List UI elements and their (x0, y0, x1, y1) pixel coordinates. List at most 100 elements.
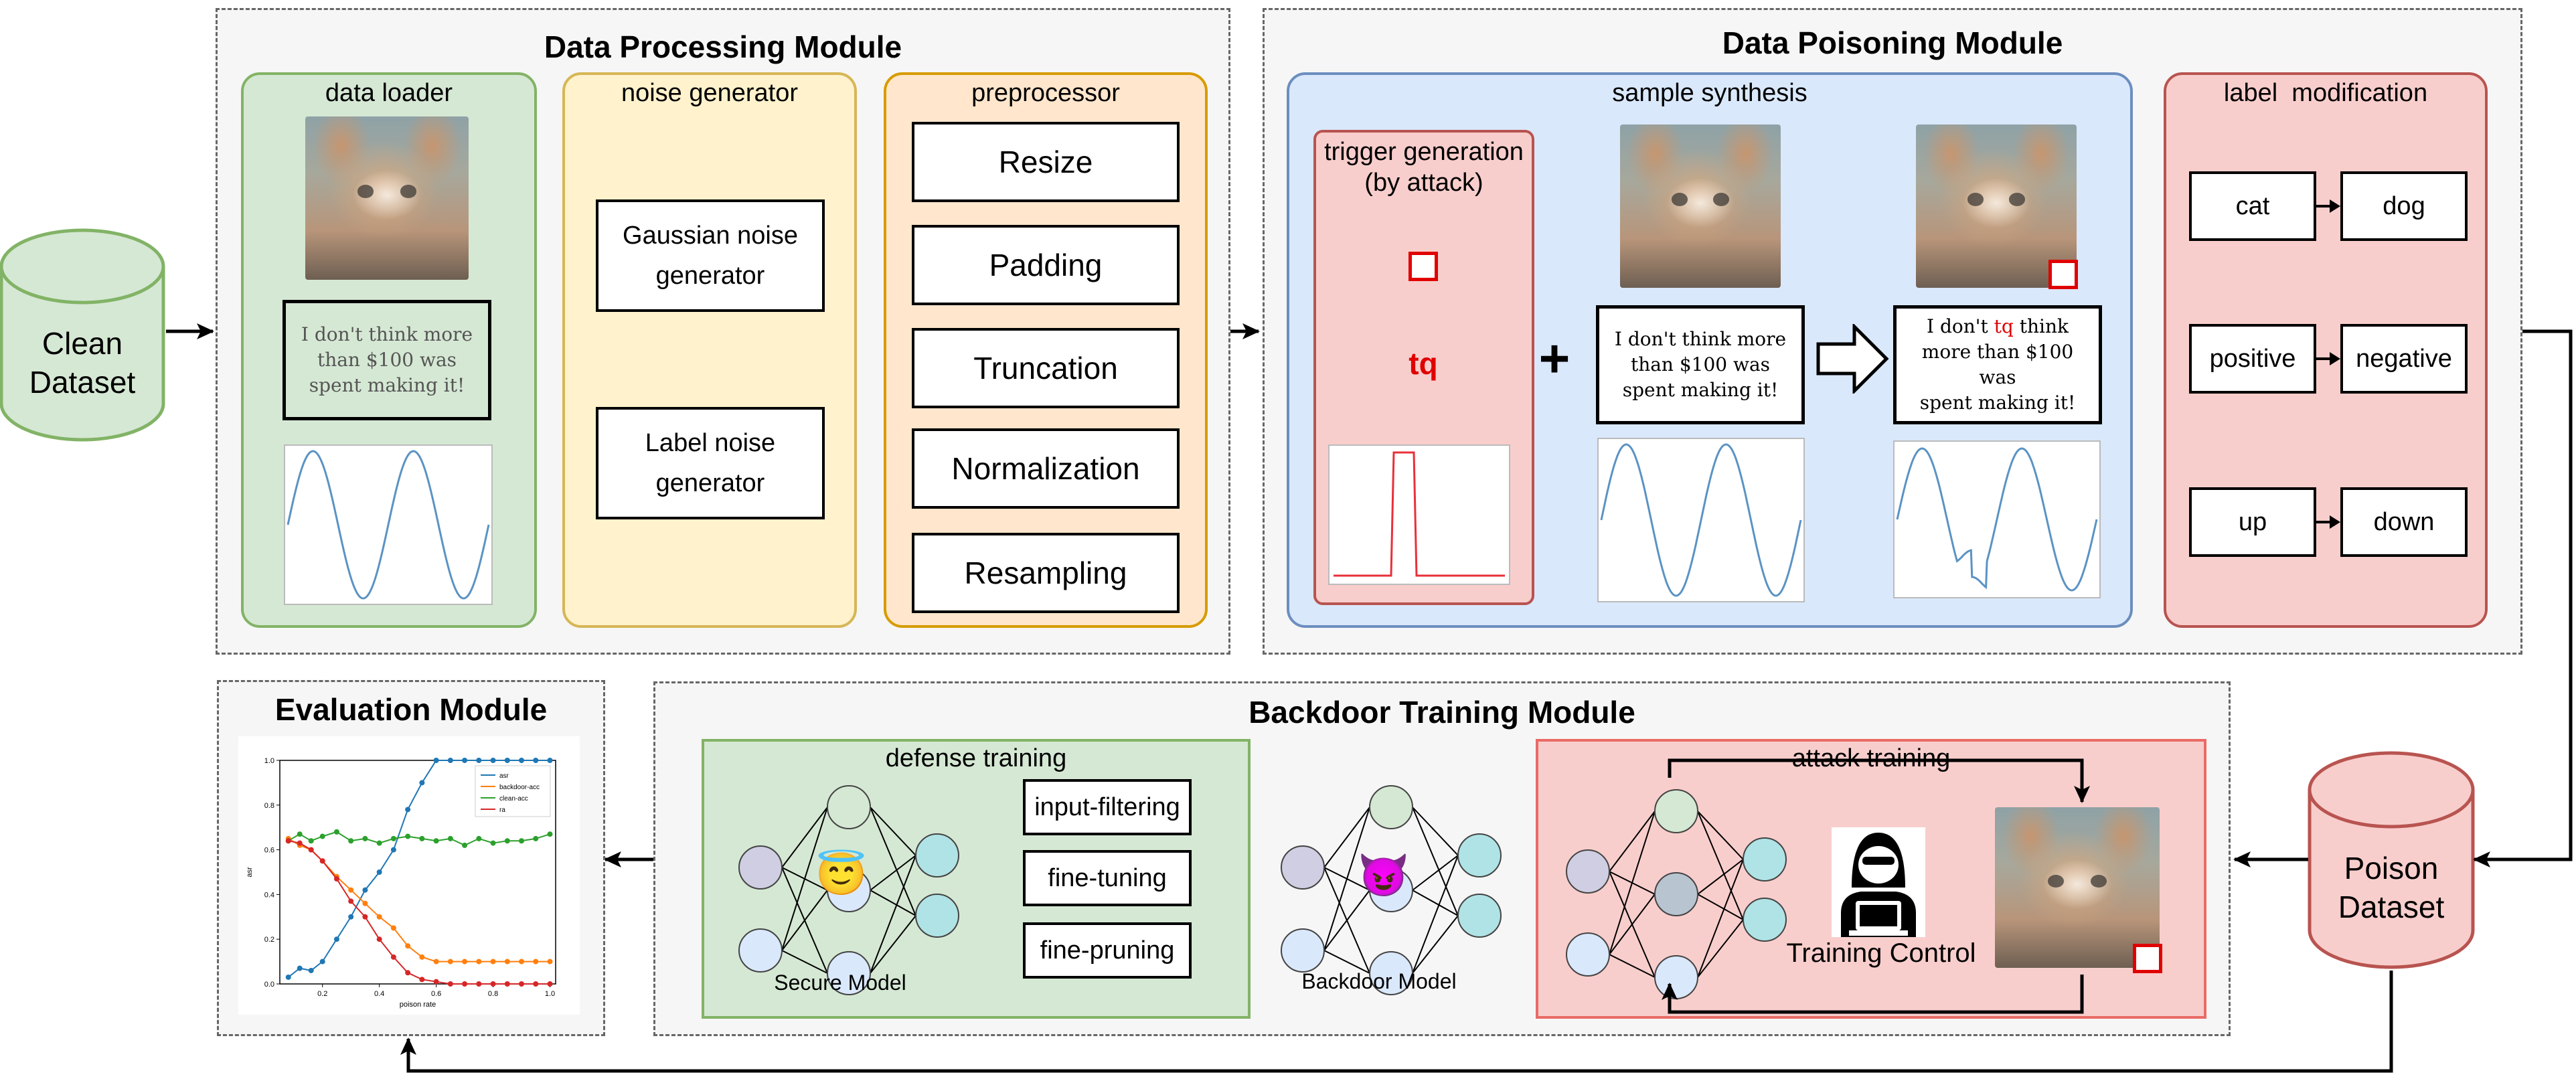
chart-xlabel: poison rate (400, 1001, 436, 1009)
chart-point-clean-acc (476, 835, 482, 841)
label-arrow-1 (2315, 352, 2340, 365)
pulse-svg (1334, 451, 1505, 577)
chart-ylabel: asr (246, 867, 254, 877)
chart-point-backdoor-acc (433, 958, 439, 965)
chart-point-clean-acc (405, 833, 411, 839)
attack-training-trigger-patch (2133, 944, 2162, 973)
chart-point-backdoor-acc (490, 958, 496, 965)
gaussian-line2: generator (655, 262, 765, 290)
data-processing-title: Data Processing Module (544, 29, 902, 64)
backdoor-training-title: Backdoor Training Module (1249, 695, 1635, 730)
chart-point-backdoor-acc (519, 958, 525, 965)
chart-point-clean-acc (419, 835, 425, 841)
chart-point-backdoor-acc (390, 925, 396, 931)
chart-point-asr (405, 807, 411, 813)
noise-generator-panel: noise generator (562, 72, 857, 628)
chart-point-clean-acc (348, 838, 354, 844)
preprocess-step-normalization: Normalization (912, 428, 1180, 509)
chart-plot-area (279, 760, 556, 985)
dl-sentence-line1: I don't think more (301, 323, 473, 345)
chart-ytick-label: 1.0 (264, 757, 274, 765)
attack-training-title: attack training (1791, 744, 1951, 772)
chart-xtick-label: 0.6 (431, 990, 441, 998)
chart-point-backdoor-acc (547, 958, 553, 965)
label-arrow-0 (2315, 199, 2340, 213)
chart-point-backdoor-acc (405, 943, 411, 949)
signal-trigger-pulse (1328, 444, 1510, 585)
chart-point-clean-acc (447, 835, 453, 841)
label-to-0: dog (2340, 171, 2468, 241)
chart-point-asr (433, 758, 439, 763)
chart-point-ra (533, 981, 539, 987)
chart-xtick-label: 0.4 (374, 990, 384, 998)
chart-ytick-label: 0.4 (264, 891, 274, 899)
chart-point-ra (462, 981, 468, 987)
chart-ytick-label: 0.2 (264, 936, 274, 944)
chart-point-clean-acc (504, 838, 510, 844)
chart-point-clean-acc (433, 838, 439, 844)
clean-sentence-line3: spent making it! (1622, 379, 1779, 401)
chart-point-clean-acc (297, 831, 303, 837)
noise-generator-title: noise generator (621, 79, 799, 107)
label-noise-line2: generator (655, 469, 765, 497)
data-loader-title: data loader (325, 79, 453, 107)
poison-dataset-line1: Poison (2344, 851, 2439, 886)
chart-series-line-clean-acc (288, 831, 550, 847)
chart-xtick-label: 0.8 (488, 990, 498, 998)
poisoned-sentence-line2: more than $100 was (1921, 341, 2074, 388)
chart-point-clean-acc (533, 835, 539, 841)
chart-point-ra (547, 981, 553, 987)
chart-point-ra (285, 838, 291, 844)
chart-point-asr (319, 958, 325, 965)
dl-sentence-line2: than $100 was (317, 349, 457, 371)
chart-point-backdoor-acc (419, 954, 425, 960)
clean-sentence-line1: I don't think more (1614, 328, 1787, 350)
defense-method-fine-tuning: fine-tuning (1023, 850, 1192, 906)
data-loader-sentence: I don't think more than $100 was spent m… (283, 300, 491, 420)
label-from-2: up (2189, 487, 2316, 557)
chart-legend-label: backdoor-acc (499, 784, 540, 791)
clean-sample-cat-image (1620, 124, 1781, 288)
attack-training-cat-image (1995, 807, 2160, 968)
chart-legend-label: ra (499, 807, 505, 814)
chart-point-clean-acc (319, 833, 325, 839)
chart-point-asr (504, 758, 510, 763)
synthesis-arrow-icon (1816, 324, 1889, 394)
trigger-gen-title-line2: (by attack) (1364, 169, 1483, 197)
defense-method-fine-pruning: fine-pruning (1023, 922, 1192, 979)
preprocess-step-truncation: Truncation (912, 328, 1180, 408)
label-modification-title: label modification (2223, 79, 2428, 107)
sample-synthesis-title: sample synthesis (1612, 79, 1807, 107)
chart-xtick-label: 0.2 (317, 990, 327, 998)
chart-point-ra (348, 898, 354, 904)
chart-point-backdoor-acc (476, 958, 482, 965)
chart-point-clean-acc (490, 840, 496, 846)
chart-point-backdoor-acc (376, 914, 382, 920)
chart-point-asr (447, 758, 453, 763)
chart-point-asr (419, 780, 425, 786)
preprocess-step-resampling: Resampling (912, 533, 1180, 613)
data-loader-cat-image (305, 116, 469, 280)
chart-series-line-ra (288, 840, 550, 985)
chart-point-ra (297, 840, 303, 846)
chart-point-asr (490, 758, 496, 763)
preprocessor-title: preprocessor (971, 79, 1120, 107)
chart-point-clean-acc (462, 842, 468, 848)
plus-sign: + (1538, 329, 1571, 388)
chart-point-asr (476, 758, 482, 763)
chart-point-clean-acc (376, 840, 382, 846)
chart-point-backdoor-acc (362, 900, 368, 906)
chart-point-backdoor-acc (462, 958, 468, 965)
chart-legend (475, 765, 551, 817)
chart-point-asr (297, 965, 303, 971)
chart-ytick-label: 0.6 (264, 847, 274, 855)
chart-point-ra (390, 954, 396, 960)
chart-point-ra (333, 876, 339, 882)
poison-dataset-label: Poison Dataset (2319, 849, 2464, 926)
poisoned-text-trigger: tq (1994, 315, 2014, 337)
chart-point-clean-acc (519, 838, 525, 844)
chart-point-ra (519, 981, 525, 987)
label-to-2: down (2340, 487, 2468, 557)
chart-point-ra (376, 936, 382, 942)
